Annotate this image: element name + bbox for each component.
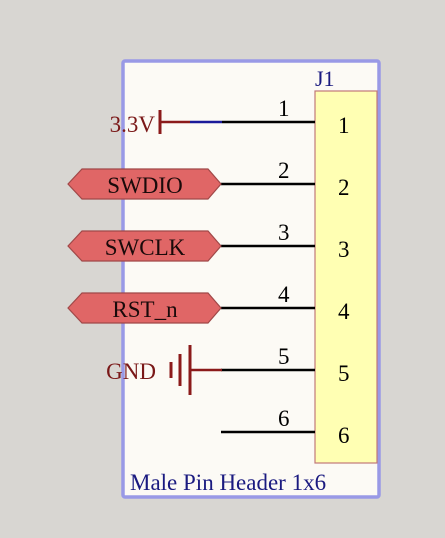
- component-description: Male Pin Header 1x6: [130, 470, 326, 495]
- ground-net-label: GND: [106, 359, 156, 384]
- port-swclk[interactable]: [67, 230, 222, 262]
- pin-4-number-label: 4: [278, 282, 290, 307]
- pin-3-body-number: 3: [338, 237, 350, 262]
- port-label: SWDIO: [107, 173, 182, 198]
- port-swdio[interactable]: [67, 168, 222, 200]
- pin-2-body-number: 2: [338, 175, 350, 200]
- port-label: RST_n: [112, 297, 178, 322]
- pin-2-number-label: 2: [278, 158, 290, 183]
- pin-1-number-label: 1: [278, 96, 290, 121]
- power-net-label: 3.3V: [110, 112, 156, 137]
- pin-6-number-label: 6: [278, 406, 290, 431]
- connector-body[interactable]: [314, 90, 378, 464]
- pin-6-body-number: 6: [338, 423, 350, 448]
- pin-5-number-label: 5: [278, 344, 290, 369]
- designator-label: J1: [315, 66, 335, 91]
- pin-5-body-number: 5: [338, 361, 350, 386]
- pin-3-number-label: 3: [278, 220, 290, 245]
- port-rst-n[interactable]: [67, 292, 222, 324]
- pin-1-body-number: 1: [338, 113, 350, 138]
- port-label: SWCLK: [105, 235, 186, 260]
- pin-4-body-number: 4: [338, 299, 350, 324]
